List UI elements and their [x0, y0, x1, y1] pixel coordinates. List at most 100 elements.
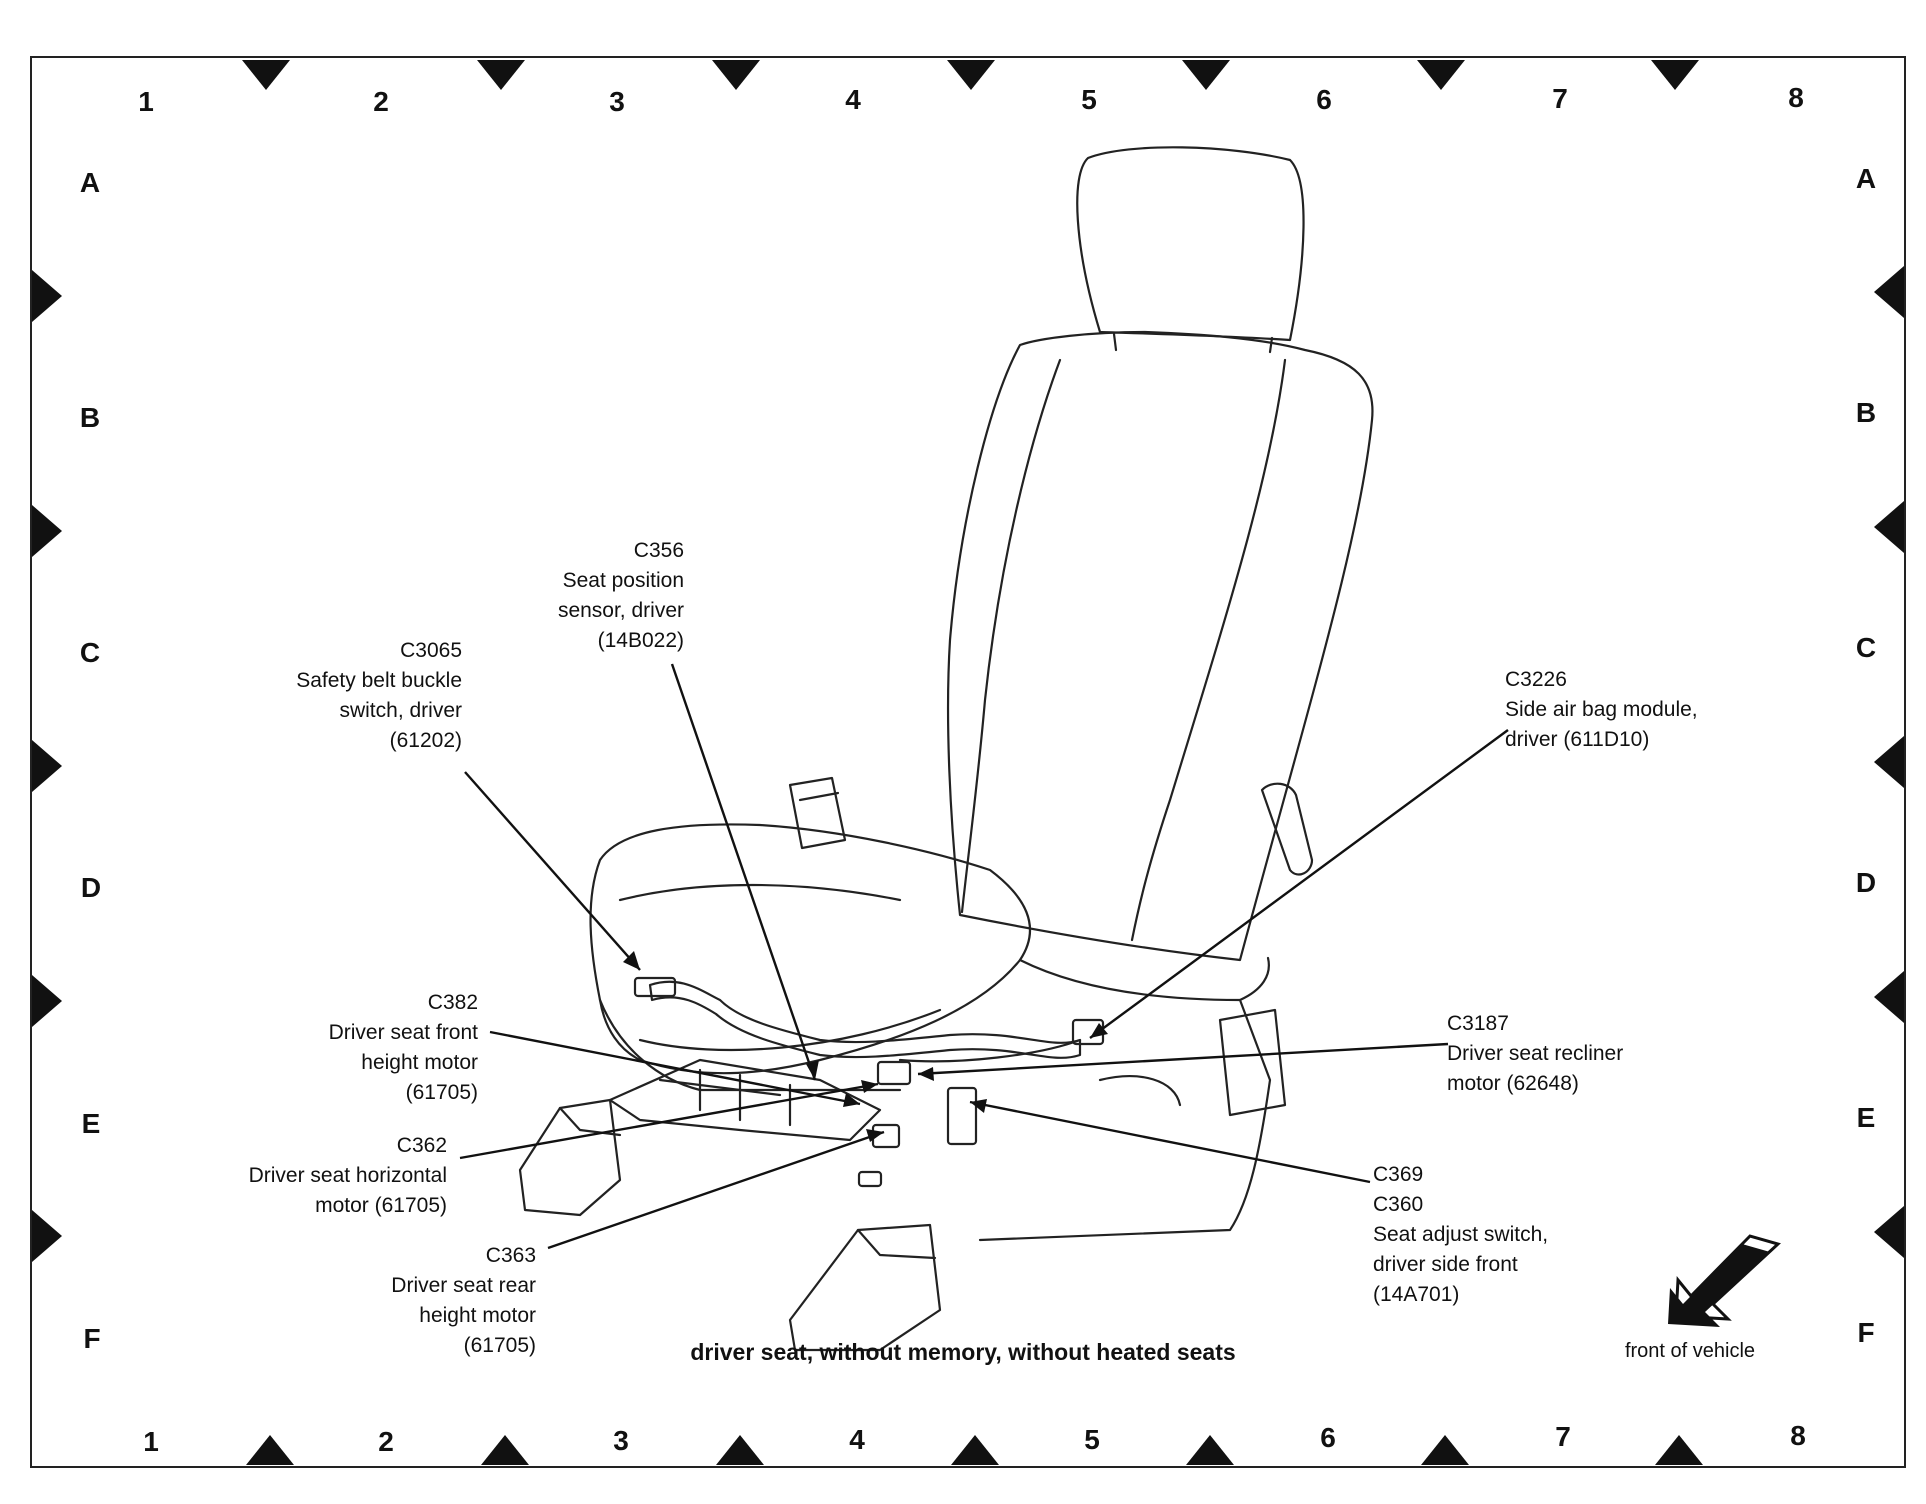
- grid-marker-triangle-icon: [1874, 266, 1904, 318]
- grid-column-label: 5: [1084, 1424, 1100, 1455]
- diagram-frame: [30, 56, 1906, 1468]
- callout-line: Driver seat horizontal: [248, 1164, 447, 1187]
- grid-row-label: A: [79, 167, 101, 198]
- grid-marker-triangle-icon: [1186, 1435, 1234, 1465]
- leader-line-c363: [547, 1130, 885, 1250]
- grid-marker-triangle-icon: [1874, 501, 1904, 553]
- grid-marker-triangle-icon: [947, 60, 995, 90]
- grid-column-label: 6: [1320, 1422, 1336, 1453]
- grid-row-label: C: [79, 637, 101, 668]
- grid-marker-triangle-icon: [32, 505, 62, 557]
- leader-line-c3187: [917, 1042, 1449, 1076]
- seat-illustration: [518, 146, 1374, 1352]
- grid-row-label: A: [1855, 163, 1877, 194]
- grid-marker-triangle-icon: [242, 60, 290, 90]
- grid-column-label: 7: [1555, 1421, 1571, 1452]
- grid-row-label: E: [1856, 1102, 1876, 1133]
- grid-marker-triangle-icon: [32, 270, 62, 322]
- leader-line-c362: [459, 1082, 879, 1160]
- grid-row-label: B: [79, 402, 101, 433]
- callout-line: Safety belt buckle: [296, 669, 462, 692]
- grid-marker-triangle-icon: [477, 60, 525, 90]
- callout-c356: C356 Seat position sensor, driver (14B02…: [558, 536, 684, 656]
- grid-marker-triangle-icon: [1421, 1435, 1469, 1465]
- grid-row-label: F: [83, 1323, 101, 1354]
- callout-line: sensor, driver: [557, 599, 684, 622]
- callout-line: (61705): [463, 1334, 536, 1357]
- callout-leader-lines: [459, 663, 1509, 1250]
- grid-marker-triangle-icon: [1874, 971, 1904, 1023]
- grid-column-label: 8: [1790, 1420, 1806, 1451]
- grid-marker-triangle-icon: [246, 1435, 294, 1465]
- backrest: [946, 330, 1374, 962]
- grid-column-label: 2: [373, 86, 389, 117]
- callout-line: (61705): [405, 1081, 478, 1104]
- callout-line: height motor: [361, 1051, 478, 1074]
- grid-row-label: E: [81, 1108, 101, 1139]
- seat-belt-buckle: [788, 776, 847, 850]
- grid-row-label: C: [1855, 632, 1877, 663]
- grid-row-label: F: [1857, 1317, 1875, 1348]
- grid-row-label: D: [1855, 867, 1877, 898]
- grid-marker-triangle-icon: [712, 60, 760, 90]
- callout-line: Seat adjust switch,: [1373, 1223, 1549, 1246]
- connector-code: C360: [1373, 1193, 1424, 1216]
- grid-marker-triangle-icon: [32, 740, 62, 792]
- grid-marker-triangle-icon: [1655, 1435, 1703, 1465]
- leader-line-c3226: [1089, 729, 1509, 1039]
- recline-lever: [1260, 782, 1314, 876]
- callout-line: (14B022): [597, 629, 684, 652]
- grid-column-label: 1: [143, 1426, 159, 1457]
- callout-arrowheads: [623, 951, 1108, 1142]
- callout-line: driver side front: [1373, 1253, 1518, 1276]
- grid-column-label: 2: [378, 1426, 394, 1457]
- grid-marker-triangle-icon: [481, 1435, 529, 1465]
- callout-line: Driver seat recliner: [1447, 1042, 1624, 1065]
- callout-line: Seat position: [562, 569, 684, 592]
- connector-code: C362: [396, 1134, 447, 1157]
- callout-c369-c360: C369 C360 Seat adjust switch, driver sid…: [1373, 1160, 1548, 1310]
- front-of-vehicle-arrow-icon: [1668, 1234, 1781, 1327]
- grid-column-label: 7: [1552, 83, 1568, 114]
- grid-column-label: 3: [613, 1425, 629, 1456]
- callout-c382: C382 Driver seat front height motor (617…: [329, 988, 478, 1108]
- headrest: [1076, 146, 1305, 342]
- grid-marker-triangles: [32, 60, 1904, 1465]
- grid-row-label: D: [80, 872, 102, 903]
- connector-code: C3065: [400, 639, 462, 662]
- callout-line: switch, driver: [339, 699, 462, 722]
- grid-marker-triangle-icon: [1182, 60, 1230, 90]
- callout-c362: C362 Driver seat horizontal motor (61705…: [249, 1131, 447, 1221]
- connector-code: C363: [485, 1244, 536, 1267]
- callout-c363: C363 Driver seat rear height motor (6170…: [391, 1241, 536, 1361]
- grid-column-label: 8: [1788, 82, 1804, 113]
- grid-column-label: 4: [849, 1424, 865, 1455]
- grid-marker-triangle-icon: [32, 1210, 62, 1262]
- leader-line-c369-c360: [969, 1100, 1371, 1184]
- grid-marker-triangle-icon: [1651, 60, 1699, 90]
- grid-column-label: 6: [1316, 84, 1332, 115]
- connector-code: C382: [427, 991, 478, 1014]
- callout-line: (61202): [389, 729, 462, 752]
- connector-code: C356: [633, 539, 684, 562]
- grid-column-label: 4: [845, 84, 861, 115]
- callout-line: Side air bag module,: [1505, 698, 1698, 721]
- callout-line: Driver seat front: [328, 1021, 478, 1044]
- grid-column-label: 3: [609, 86, 625, 117]
- grid-marker-triangle-icon: [951, 1435, 999, 1465]
- leader-line-c3065: [464, 771, 641, 971]
- leader-line-c382: [489, 1030, 861, 1106]
- callout-line: motor (61705): [315, 1194, 447, 1217]
- diagram-caption: driver seat, without memory, without hea…: [690, 1339, 1236, 1365]
- callout-line: (14A701): [1373, 1283, 1460, 1306]
- grid-row-label: B: [1855, 397, 1877, 428]
- callout-line: height motor: [419, 1304, 536, 1327]
- grid-marker-triangle-icon: [1874, 736, 1904, 788]
- callout-c3065: C3065 Safety belt buckle switch, driver …: [296, 636, 462, 756]
- grid-marker-triangle-icon: [32, 975, 62, 1027]
- grid-marker-triangle-icon: [1417, 60, 1465, 90]
- callout-line: Driver seat rear: [391, 1274, 536, 1297]
- connector-code: C3226: [1505, 668, 1567, 691]
- leader-line-c356: [670, 663, 817, 1081]
